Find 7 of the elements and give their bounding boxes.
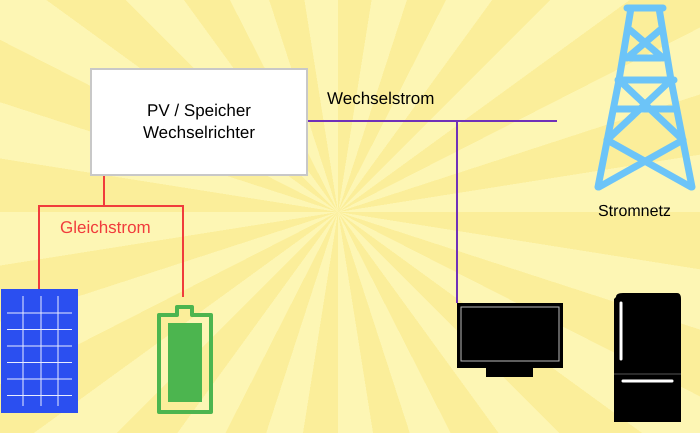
solar-panel-icon: [1, 289, 78, 413]
inverter-box: PV / Speicher Wechselrichter: [90, 68, 308, 176]
television-icon: [457, 303, 563, 377]
edge-label: Gleichstrom: [60, 218, 151, 238]
edge-label: Wechselstrom: [327, 89, 434, 109]
node-label: Stromnetz: [598, 203, 671, 221]
refrigerator-icon: [613, 293, 682, 425]
